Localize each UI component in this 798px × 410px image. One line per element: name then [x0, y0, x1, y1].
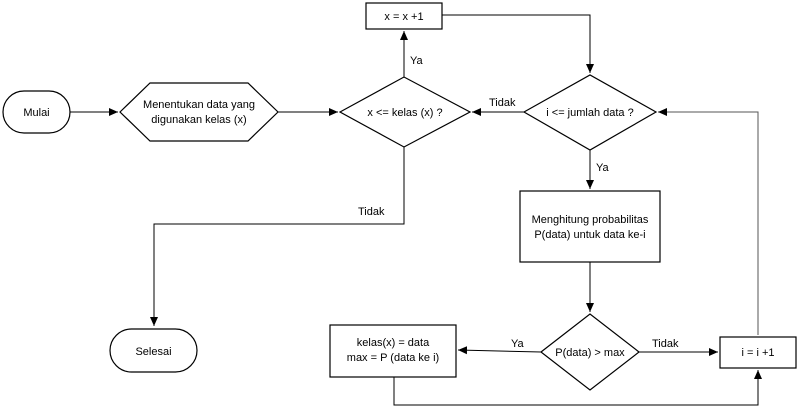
preparation-shape	[119, 82, 279, 142]
edge-label-data-yes: Ya	[596, 162, 610, 174]
node-check-class: x <= kelas (x) ?	[338, 76, 472, 148]
process-shape	[329, 324, 457, 378]
node-compute-prob-line2: P(data) untuk data ke-i	[534, 229, 645, 241]
edge-label-class-yes: Ya	[410, 55, 424, 67]
edge-increment-x-to-check-data	[442, 14, 594, 73]
edge-check-class-to-end	[150, 147, 405, 326]
edge-label-data-no: Tidak	[489, 97, 516, 109]
node-end-label: Selesai	[135, 346, 171, 358]
node-check-max-label: P(data) > max	[555, 347, 625, 359]
node-define-data-line1: Menentukan data yang	[143, 99, 255, 111]
node-compute-prob: Menghitung probabilitas P(data) untuk da…	[519, 190, 661, 263]
node-assign: kelas(x) = data max = P (data ke i)	[329, 324, 457, 378]
process-shape	[519, 190, 661, 263]
node-check-data-label: i <= jumlah data ?	[546, 107, 633, 119]
process-shape	[365, 2, 443, 30]
edge-increment-i-to-check-data	[658, 108, 759, 335]
node-assign-line2: max = P (data ke i)	[347, 352, 439, 364]
decision-shape	[338, 76, 472, 148]
node-check-class-label: x <= kelas (x) ?	[367, 107, 442, 119]
edges	[70, 14, 762, 406]
node-check-data: i <= jumlah data ?	[522, 74, 658, 151]
node-check-max: P(data) > max	[540, 313, 640, 391]
node-define-data-line2: digunakan kelas (x)	[151, 114, 246, 126]
process-shape	[719, 336, 797, 369]
decision-shape	[540, 313, 640, 391]
edge-labels: Ya Tidak Tidak Ya Ya Tidak	[358, 55, 679, 350]
node-assign-line1: kelas(x) = data	[357, 337, 430, 349]
node-increment-i-label: i = i +1	[741, 347, 774, 359]
edge-label-max-no: Tidak	[652, 338, 679, 350]
node-increment-x-label: x = x +1	[384, 11, 423, 23]
node-end: Selesai	[109, 328, 198, 373]
node-start: Mulai	[2, 90, 71, 134]
edge-label-class-no: Tidak	[358, 206, 385, 218]
node-define-data: Menentukan data yang digunakan kelas (x)	[119, 82, 279, 142]
node-compute-prob-line1: Menghitung probabilitas	[532, 214, 649, 226]
edge-label-max-yes: Ya	[511, 338, 525, 350]
node-start-label: Mulai	[23, 107, 49, 119]
terminator-shape	[109, 328, 198, 373]
edge-check-max-to-assign	[457, 346, 542, 355]
decision-shape	[522, 74, 658, 151]
edge-assign-to-increment-i	[393, 370, 762, 406]
node-increment-x: x = x +1	[365, 2, 443, 30]
node-increment-i: i = i +1	[719, 336, 797, 369]
terminator-shape	[2, 90, 71, 134]
